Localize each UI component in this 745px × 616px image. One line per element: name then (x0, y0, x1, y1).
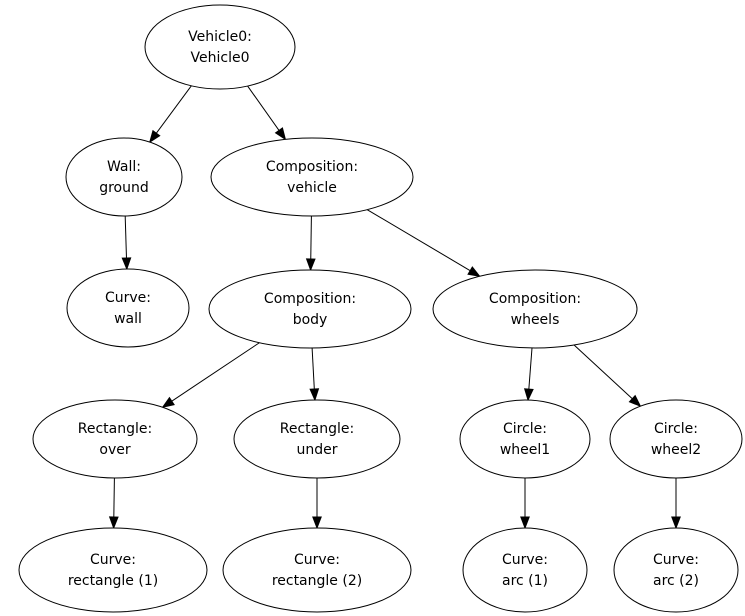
node-label-type: Curve: (502, 552, 548, 568)
graph-node-over[interactable]: Rectangle: over (32, 399, 198, 479)
edge-arrowhead-icon (121, 257, 132, 271)
node-ellipse[interactable] (65, 137, 183, 217)
node-label-name: wheels (511, 312, 560, 328)
graph-node-wheel1[interactable]: Circle: wheel1 (459, 399, 591, 479)
edge-line (528, 347, 533, 390)
node-label-name: over (99, 442, 130, 458)
node-ellipse[interactable] (459, 399, 591, 479)
node-label-name: Vehicle0 (191, 50, 250, 66)
edge-line (247, 85, 280, 131)
edge-line (171, 342, 260, 402)
node-ellipse[interactable] (18, 527, 208, 613)
node-label-name: under (296, 442, 337, 458)
graph-node-under[interactable]: Rectangle: under (233, 399, 401, 479)
node-ellipse[interactable] (609, 399, 743, 479)
node-ellipse[interactable] (210, 137, 414, 217)
graph-edge (520, 478, 530, 530)
edge-arrowhead-icon (148, 129, 161, 144)
edge-arrowhead-icon (467, 266, 481, 277)
edge-line (113, 477, 115, 518)
edge-arrowhead-icon (671, 516, 681, 530)
graph-node-rect2[interactable]: Curve: rectangle (2) (222, 527, 412, 613)
graph-node-body[interactable]: Composition: body (208, 269, 412, 349)
edge-arrowhead-icon (161, 396, 175, 409)
graph-node-wheel2[interactable]: Circle: wheel2 (609, 399, 743, 479)
node-label-type: Curve: (294, 552, 340, 568)
edge-arrowhead-icon (520, 516, 530, 530)
edges-layer (108, 85, 681, 530)
edge-arrowhead-icon (309, 388, 320, 402)
node-label-name: wheel1 (500, 442, 550, 458)
node-ellipse[interactable] (144, 4, 296, 90)
node-label-name: body (293, 312, 328, 328)
edge-line (310, 215, 312, 260)
node-label-name: ground (99, 180, 149, 196)
node-label-type: Circle: (654, 421, 698, 437)
graph-edge (366, 209, 481, 277)
graph-node-rect1[interactable]: Curve: rectangle (1) (18, 527, 208, 613)
node-label-name: rectangle (2) (272, 573, 362, 589)
edge-arrowhead-icon (108, 516, 119, 530)
node-label-type: Curve: (653, 552, 699, 568)
node-ellipse[interactable] (208, 269, 412, 349)
node-label-name: vehicle (287, 180, 337, 196)
node-label-type: Vehicle0: (188, 29, 252, 45)
graph-node-wall[interactable]: Curve: wall (66, 268, 190, 348)
graph-edge (312, 478, 322, 530)
edge-arrowhead-icon (274, 127, 287, 141)
node-label-type: Composition: (266, 159, 358, 175)
edge-line (311, 347, 315, 390)
edge-line (573, 344, 633, 400)
graph-edge (148, 85, 192, 144)
nodes-layer: Vehicle0:Vehicle0Wall:groundComposition:… (18, 4, 743, 613)
node-ellipse[interactable] (462, 527, 588, 613)
graph-edge (671, 478, 681, 530)
node-ellipse[interactable] (432, 269, 638, 349)
edge-line (155, 85, 192, 134)
graph-node-arc1[interactable]: Curve: arc (1) (462, 527, 588, 613)
node-label-name: wheel2 (651, 442, 701, 458)
edge-arrowhead-icon (628, 394, 642, 408)
node-label-type: Rectangle: (280, 421, 354, 437)
node-ellipse[interactable] (66, 268, 190, 348)
node-label-type: Wall: (107, 159, 141, 175)
graph-node-wheels[interactable]: Composition: wheels (432, 269, 638, 349)
node-label-type: Circle: (503, 421, 547, 437)
graph-edge (161, 342, 260, 409)
graph-node-vehicle[interactable]: Composition: vehicle (210, 137, 414, 217)
edge-line (124, 215, 127, 259)
node-ellipse[interactable] (613, 527, 739, 613)
graph-edge (309, 347, 320, 402)
graph-edge (108, 477, 119, 530)
edge-arrowhead-icon (312, 516, 322, 530)
node-ellipse[interactable] (222, 527, 412, 613)
graph-node-arc2[interactable]: Curve: arc (2) (613, 527, 739, 613)
node-ellipse[interactable] (233, 399, 401, 479)
node-label-name: arc (2) (653, 573, 699, 589)
node-label-type: Composition: (264, 291, 356, 307)
node-ellipse[interactable] (32, 399, 198, 479)
edge-arrowhead-icon (305, 258, 316, 272)
node-label-name: arc (1) (502, 573, 548, 589)
node-label-type: Rectangle: (78, 421, 152, 437)
graph-edge (573, 344, 642, 408)
graph-node-vehicle0[interactable]: Vehicle0: Vehicle0 (144, 4, 296, 90)
edge-arrowhead-icon (523, 388, 534, 402)
node-label-type: Curve: (105, 290, 151, 306)
graph-node-ground[interactable]: Wall: ground (65, 137, 183, 217)
node-label-name: wall (114, 311, 142, 327)
graph-edge (247, 85, 287, 141)
node-label-name: rectangle (1) (68, 573, 158, 589)
graph-edge (121, 215, 132, 271)
node-label-type: Curve: (90, 552, 136, 568)
edge-line (366, 209, 471, 272)
graph-edge (523, 347, 534, 402)
graph-edge (305, 215, 316, 272)
node-label-type: Composition: (489, 291, 581, 307)
